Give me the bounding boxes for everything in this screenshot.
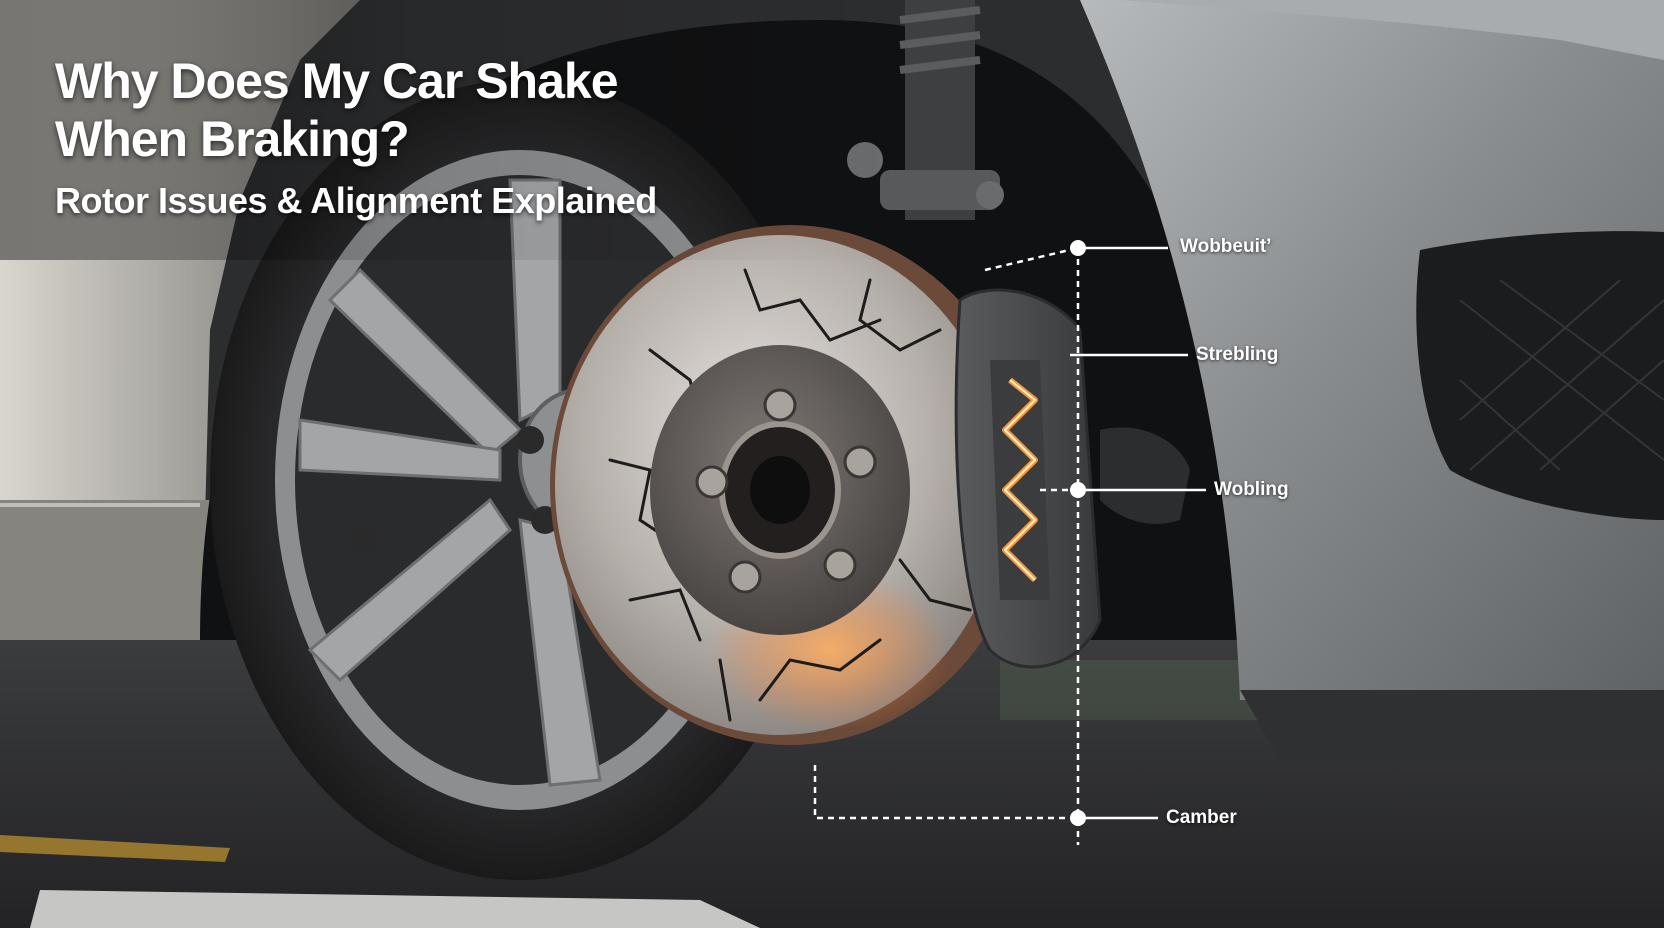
headline: Why Does My Car Shake When Braking? [55, 52, 619, 168]
callout-dot [1070, 810, 1086, 826]
callout-label-wobbeuit: Wobbeuit’ [1180, 236, 1272, 257]
headline-line-2: When Braking? [55, 111, 410, 167]
callout-dot [1070, 482, 1086, 498]
subheadline: Rotor Issues & Alignment Explained [55, 180, 657, 221]
callout-label-strebling: Strebling [1196, 344, 1279, 365]
callout-label-camber: Camber [1166, 807, 1237, 828]
callout-dot [1070, 240, 1086, 256]
headline-line-1: Why Does My Car Shake [55, 53, 619, 109]
callout-label-wobling: Wobling [1214, 479, 1289, 500]
